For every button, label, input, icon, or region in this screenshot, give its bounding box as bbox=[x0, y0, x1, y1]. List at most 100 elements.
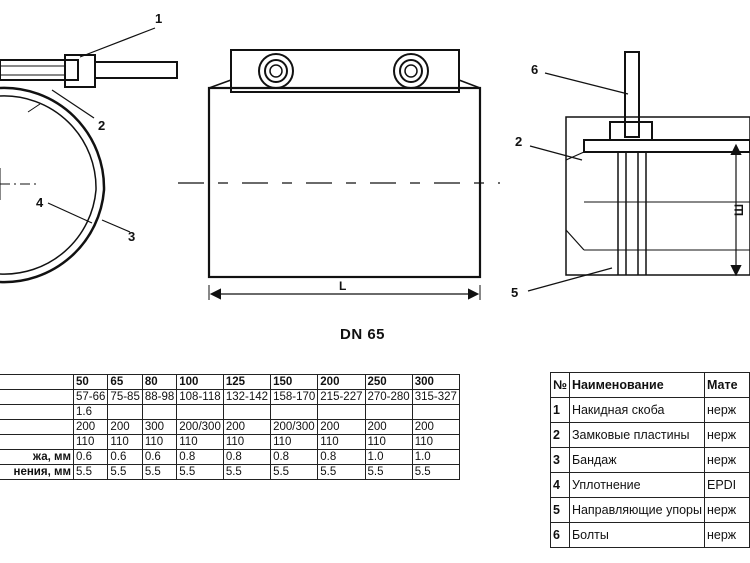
part-material: нерж bbox=[703, 447, 750, 473]
spec-cell: 110 bbox=[317, 434, 366, 450]
side-view bbox=[178, 49, 500, 300]
part-material: нерж bbox=[703, 522, 750, 548]
spec-header-cell: 80 bbox=[141, 374, 178, 390]
part-name: Накидная скоба bbox=[568, 397, 705, 423]
spec-row-label bbox=[0, 404, 74, 420]
part-name: Замковые пластины bbox=[568, 422, 705, 448]
callout-4: 4 bbox=[36, 195, 44, 210]
spec-row-label: нения, мм bbox=[0, 464, 74, 480]
section-view bbox=[527, 51, 750, 292]
spec-cell: 110 bbox=[72, 434, 109, 450]
spec-cell: 200/300 bbox=[270, 419, 319, 435]
spec-cell: 110 bbox=[176, 434, 224, 450]
spec-cell: 0.6 bbox=[141, 449, 178, 465]
spec-cell bbox=[270, 404, 319, 420]
spec-cell: 5.5 bbox=[270, 464, 319, 480]
part-name: Болты bbox=[568, 522, 705, 548]
dimension-length-label: L bbox=[339, 279, 346, 293]
part-number: 1 bbox=[550, 397, 570, 423]
spec-cell: 270-280 bbox=[364, 389, 413, 405]
spec-cell: 110 bbox=[270, 434, 319, 450]
spec-cell: 0.8 bbox=[270, 449, 319, 465]
dimension-height-label: Ш bbox=[732, 204, 746, 216]
callout-6: 6 bbox=[531, 62, 538, 77]
callout-2b: 2 bbox=[515, 134, 522, 149]
callout-5: 5 bbox=[511, 285, 518, 300]
spec-cell: 0.6 bbox=[107, 449, 143, 465]
spec-cell: 200 bbox=[364, 419, 413, 435]
spec-cell: 5.5 bbox=[141, 464, 178, 480]
spec-header-cell: 200 bbox=[317, 374, 366, 390]
spec-cell: 300 bbox=[141, 419, 178, 435]
part-number: 6 bbox=[550, 522, 570, 548]
front-view bbox=[0, 27, 178, 284]
spec-cell: 110 bbox=[141, 434, 178, 450]
part-material: нерж bbox=[703, 497, 750, 523]
callout-1: 1 bbox=[155, 11, 162, 26]
spec-cell: 5.5 bbox=[317, 464, 366, 480]
spec-cell bbox=[107, 404, 143, 420]
parts-header-cell: Мате bbox=[703, 372, 750, 398]
spec-header-cell: 50 bbox=[72, 374, 109, 390]
callout-labels: 1 2 3 4 2 5 6 L Ш bbox=[36, 11, 746, 300]
part-name: Направляющие упоры bbox=[568, 497, 705, 523]
spec-cell bbox=[141, 404, 178, 420]
spec-header-cell: 125 bbox=[222, 374, 272, 390]
part-number: 3 bbox=[550, 447, 570, 473]
spec-cell: 5.5 bbox=[72, 464, 109, 480]
spec-cell: 5.5 bbox=[411, 464, 460, 480]
part-number: 2 bbox=[550, 422, 570, 448]
drawing-title: DN 65 bbox=[340, 326, 386, 343]
technical-drawing: 1 2 3 4 2 5 6 L Ш bbox=[0, 11, 750, 300]
parts-header-cell: № bbox=[550, 372, 570, 398]
spec-cell: 57-66 bbox=[72, 389, 109, 405]
spec-cell bbox=[176, 404, 224, 420]
part-name: Уплотнение bbox=[568, 472, 705, 498]
part-material: EPDI bbox=[703, 472, 750, 498]
part-name: Бандаж bbox=[568, 447, 705, 473]
spec-header-cell: 300 bbox=[411, 374, 460, 390]
spec-cell: 88-98 bbox=[141, 389, 178, 405]
spec-cell: 200 bbox=[107, 419, 143, 435]
callout-3: 3 bbox=[128, 229, 135, 244]
spec-header-cell: 100 bbox=[176, 374, 224, 390]
spec-cell: 5.5 bbox=[364, 464, 413, 480]
part-material: нерж bbox=[703, 397, 750, 423]
spec-header-cell: 65 bbox=[107, 374, 143, 390]
spec-row-label bbox=[0, 434, 74, 450]
spec-cell: 1.0 bbox=[364, 449, 413, 465]
spec-cell: 110 bbox=[222, 434, 272, 450]
spec-cell bbox=[411, 404, 460, 420]
spec-row-label bbox=[0, 419, 74, 435]
spec-row-label: жа, мм bbox=[0, 449, 74, 465]
spec-cell: 158-170 bbox=[270, 389, 319, 405]
spec-cell: 108-118 bbox=[176, 389, 224, 405]
spec-cell: 200 bbox=[72, 419, 109, 435]
spec-cell bbox=[364, 404, 413, 420]
spec-cell bbox=[222, 404, 272, 420]
spec-header-cell bbox=[0, 374, 74, 390]
spec-cell: 315-327 bbox=[411, 389, 460, 405]
part-material: нерж bbox=[703, 422, 750, 448]
spec-cell: 0.8 bbox=[222, 449, 272, 465]
part-number: 5 bbox=[550, 497, 570, 523]
part-number: 4 bbox=[550, 472, 570, 498]
spec-cell: 215-227 bbox=[317, 389, 366, 405]
spec-cell: 5.5 bbox=[176, 464, 224, 480]
spec-cell: 75-85 bbox=[107, 389, 143, 405]
spec-cell: 5.5 bbox=[222, 464, 272, 480]
spec-cell: 200 bbox=[411, 419, 460, 435]
